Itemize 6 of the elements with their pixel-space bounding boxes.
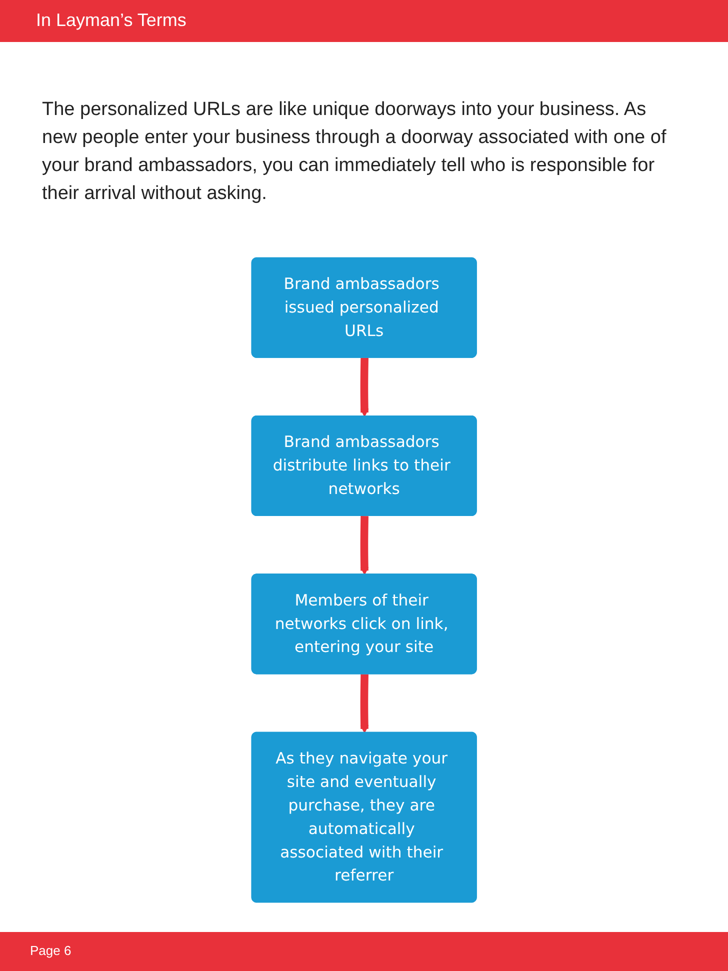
arrow [360,674,369,734]
arrow [360,516,369,576]
page-number: Page 6 [30,943,72,958]
page-title: In Layman’s Terms [36,10,186,31]
arrow [360,358,369,417]
intro-paragraph: The personalized URLs are like unique doorways into your business. As new people enter your business through a doorway associated with one of your brand ambassadors, you can immediately tell who is responsible for their arrival without asking. [42,98,668,206]
